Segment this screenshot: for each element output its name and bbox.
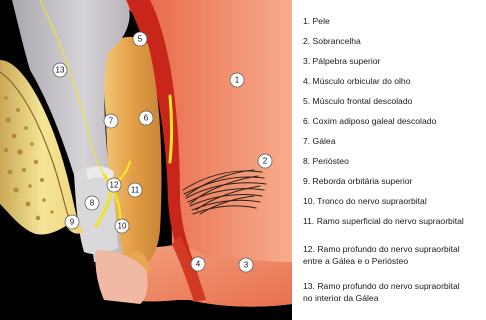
- legend-item-label: 5. Músculo frontal descolado: [303, 96, 412, 106]
- marker-10-label: 10: [118, 222, 127, 231]
- legend-item-label: 6. Coxim adiposo galeal descolado: [303, 116, 436, 126]
- legend-item-label: 7. Gálea: [303, 136, 336, 146]
- legend-item-3: 3. Pálpebra superior: [303, 55, 486, 67]
- marker-4-label: 4: [196, 260, 201, 269]
- legend-item-10: 10. Tronco do nervo supraorbital: [303, 195, 486, 207]
- legend-item-8: 8. Periósteo: [303, 155, 486, 167]
- marker-13: 13: [53, 63, 67, 77]
- marker-2: 2: [258, 154, 272, 168]
- marker-6: 6: [139, 111, 153, 125]
- legend-item-1: 1. Pele: [303, 15, 486, 27]
- marker-11-label: 11: [131, 186, 140, 195]
- legend-item-13: 13. Ramo profundo do nervo supraorbital …: [303, 280, 486, 305]
- legend-item-9: 9. Reborda orbitária superior: [303, 175, 486, 187]
- marker-3: 3: [239, 258, 253, 272]
- marker-3-label: 3: [244, 261, 249, 270]
- legend-item-label: 9. Reborda orbitária superior: [303, 176, 412, 186]
- legend-item-label: 13. Ramo profundo do nervo supraorbital …: [303, 281, 460, 303]
- legend-item-4: 4. Músculo orbicular do olho: [303, 75, 486, 87]
- legend-item-label: 3. Pálpebra superior: [303, 56, 380, 66]
- legend-item-2: 2. Sobrancelha: [303, 35, 486, 47]
- marker-13-label: 13: [56, 66, 65, 75]
- marker-12-label: 12: [110, 181, 119, 190]
- anatomy-svg: 1 2 3 4 5 6 7 8: [0, 0, 292, 320]
- legend-item-11: 11. Ramo superficial do nervo supraorbit…: [303, 215, 486, 227]
- legend-item-label: 11. Ramo superficial do nervo supraorbit…: [303, 216, 464, 226]
- marker-12: 12: [107, 178, 121, 192]
- legend-item-label: 12. Ramo profundo do nervo supraorbital …: [303, 244, 460, 266]
- legend-item-12: 12. Ramo profundo do nervo supraorbital …: [303, 243, 486, 268]
- marker-9: 9: [65, 215, 79, 229]
- legend-item-label: 10. Tronco do nervo supraorbital: [303, 196, 427, 206]
- anatomy-figure: 1 2 3 4 5 6 7 8: [0, 0, 292, 320]
- marker-5: 5: [133, 32, 147, 46]
- legend-item-label: 4. Músculo orbicular do olho: [303, 76, 410, 86]
- legend-item-label: 8. Periósteo: [303, 156, 349, 166]
- marker-1: 1: [230, 73, 244, 87]
- marker-7: 7: [104, 114, 118, 128]
- marker-1-label: 1: [235, 76, 240, 85]
- legend-item-label: 1. Pele: [303, 16, 330, 26]
- marker-9-label: 9: [70, 218, 75, 227]
- marker-5-label: 5: [138, 35, 143, 44]
- marker-7-label: 7: [109, 117, 114, 126]
- marker-10: 10: [115, 219, 129, 233]
- marker-6-label: 6: [144, 114, 149, 123]
- legend-item-label: 2. Sobrancelha: [303, 36, 361, 46]
- marker-11: 11: [128, 183, 142, 197]
- marker-4: 4: [191, 257, 205, 271]
- legend: 1. Pele 2. Sobrancelha 3. Pálpebra super…: [303, 0, 486, 320]
- legend-item-6: 6. Coxim adiposo galeal descolado: [303, 115, 486, 127]
- marker-8-label: 8: [90, 199, 95, 208]
- legend-item-7: 7. Gálea: [303, 135, 486, 147]
- marker-8: 8: [85, 196, 99, 210]
- legend-item-5: 5. Músculo frontal descolado: [303, 95, 486, 107]
- marker-2-label: 2: [263, 157, 268, 166]
